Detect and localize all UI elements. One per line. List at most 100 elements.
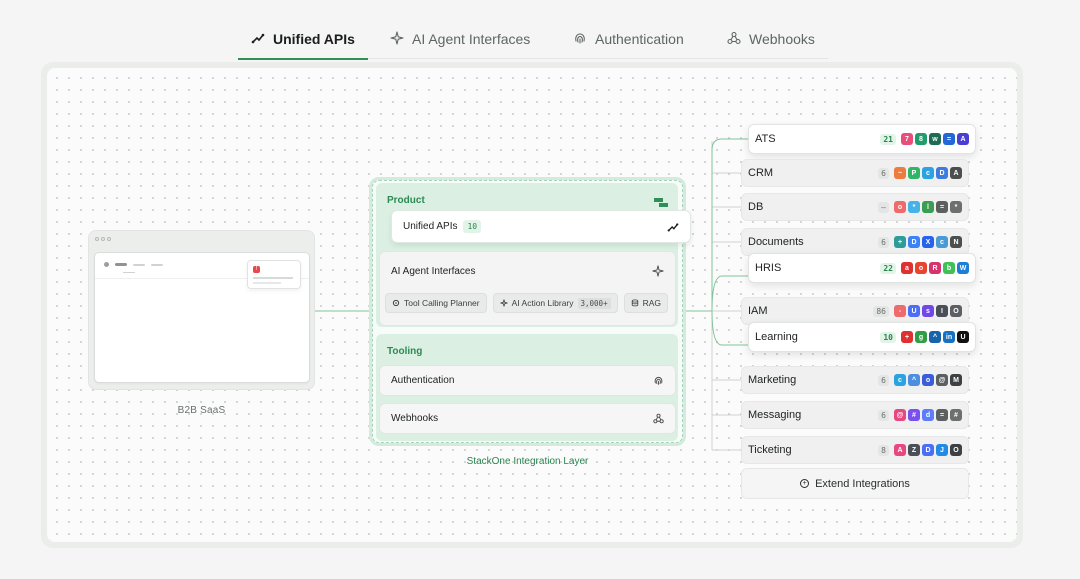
integration-logo-icon[interactable]: * [950,201,962,213]
integration-logo-icon[interactable]: c [922,167,934,179]
integration-logo-icon[interactable]: o [915,262,927,274]
integration-logo-icon[interactable]: D [922,444,934,456]
integration-logo-icon[interactable]: D [936,167,948,179]
integration-logo-icon[interactable]: O [950,444,962,456]
category-count: – [878,201,889,213]
authentication-card[interactable]: Authentication [379,365,676,396]
integration-logo-icon[interactable]: - [894,305,906,317]
extend-integrations-button[interactable]: + Extend Integrations [741,468,969,499]
integration-logo-icon[interactable]: ^ [908,374,920,386]
integration-logo-icon[interactable]: d [922,409,934,421]
category-count: 8 [878,444,889,456]
integration-logo-icon[interactable]: X [922,236,934,248]
integration-logo-icon[interactable]: * [908,201,920,213]
integration-logo-icon[interactable]: D [908,236,920,248]
integration-logo-icon[interactable]: w [929,133,941,145]
integration-logo-icon[interactable]: J [936,444,948,456]
integration-logo-icon[interactable]: a [901,262,913,274]
alert-icon: ! [253,266,260,273]
integration-logo-icon[interactable]: o [922,374,934,386]
tab-underline-track [238,58,828,59]
integration-logo-icon[interactable]: N [950,236,962,248]
integration-logo-icon[interactable]: U [908,305,920,317]
fingerprint-icon [573,31,587,48]
integration-logo-icon[interactable]: @ [894,409,906,421]
category-count: 22 [880,262,896,274]
integration-logo-icon[interactable]: g [915,331,927,343]
cog-icon [392,299,400,307]
integration-logo-icon[interactable]: = [943,133,955,145]
integration-logo-icon[interactable]: + [894,236,906,248]
unified-apis-label: Unified APIs [403,221,458,232]
integration-logo-icon[interactable]: c [894,374,906,386]
integration-logo-icon[interactable]: O [950,305,962,317]
integration-logo-icon[interactable]: @ [936,374,948,386]
ai-agent-interfaces-card[interactable]: AI Agent Interfaces Tool Calling Planner… [379,251,676,326]
integration-logo-icon[interactable]: + [901,331,913,343]
chip-ai-action-library[interactable]: AI Action Library 3,000+ [492,293,618,313]
product-title: Product [387,195,425,206]
integration-logo-icon[interactable]: W [957,262,969,274]
webhooks-label: Webhooks [391,413,439,424]
integration-logo-icon[interactable]: I [936,305,948,317]
integration-logo-icon[interactable]: s [922,305,934,317]
integration-logo-icon[interactable]: M [950,374,962,386]
tooling-title: Tooling [387,346,423,357]
category-name: Ticketing [748,444,792,456]
category-count: 6 [878,236,889,248]
category-name: DB [748,201,764,213]
chip-rag[interactable]: RAG [623,293,669,313]
integration-logo-icon[interactable]: in [943,331,955,343]
chip-tool-calling-planner[interactable]: Tool Calling Planner [385,293,487,313]
integration-logo-icon[interactable]: U [957,331,969,343]
fingerprint-icon [653,375,664,386]
tab-label: AI Agent Interfaces [412,31,531,47]
integration-logo-icon[interactable]: = [936,201,948,213]
integration-logo-icon[interactable]: A [950,167,962,179]
unified-apis-card[interactable]: Unified APIs 10 [391,210,691,243]
tab-label: Webhooks [749,31,815,47]
integration-logo-icon[interactable]: = [936,409,948,421]
integration-logo-icon[interactable]: # [908,409,920,421]
sparkle-icon [390,30,404,48]
integration-logo-icon[interactable]: 7 [901,133,913,145]
integration-logo-icon[interactable]: o [894,201,906,213]
category-db[interactable]: DB–o*l=* [741,193,969,221]
integration-logos: @#d=# [894,409,962,421]
integration-logo-icon[interactable]: P [908,167,920,179]
integration-logo-icon[interactable]: 8 [915,133,927,145]
tab-unified-apis[interactable]: Unified APIs [238,18,368,60]
integration-logo-icon[interactable]: # [950,409,962,421]
app-window: ! [94,252,310,383]
integration-logo-icon[interactable]: ^ [929,331,941,343]
tab-authentication[interactable]: Authentication [573,18,684,60]
integration-logo-icon[interactable]: l [922,201,934,213]
integration-logo-icon[interactable]: b [943,262,955,274]
integration-logo-icon[interactable]: R [929,262,941,274]
integration-logo-icon[interactable]: Z [908,444,920,456]
integration-logo-icon[interactable]: A [894,444,906,456]
tab-webhooks[interactable]: Webhooks [727,18,815,60]
stack-icon [654,195,668,207]
integration-logos: o*l=* [894,201,962,213]
webhook-icon [653,413,664,424]
webhooks-card[interactable]: Webhooks [379,403,676,434]
integration-logo-icon[interactable]: A [957,133,969,145]
chip-label: AI Action Library [511,298,574,308]
integration-logo-icon[interactable]: ~ [894,167,906,179]
integration-logo-icon[interactable]: c [936,236,948,248]
tab-ai-agent-interfaces[interactable]: AI Agent Interfaces [390,18,530,60]
category-count: 21 [880,133,896,145]
notification-card: ! [247,260,301,289]
